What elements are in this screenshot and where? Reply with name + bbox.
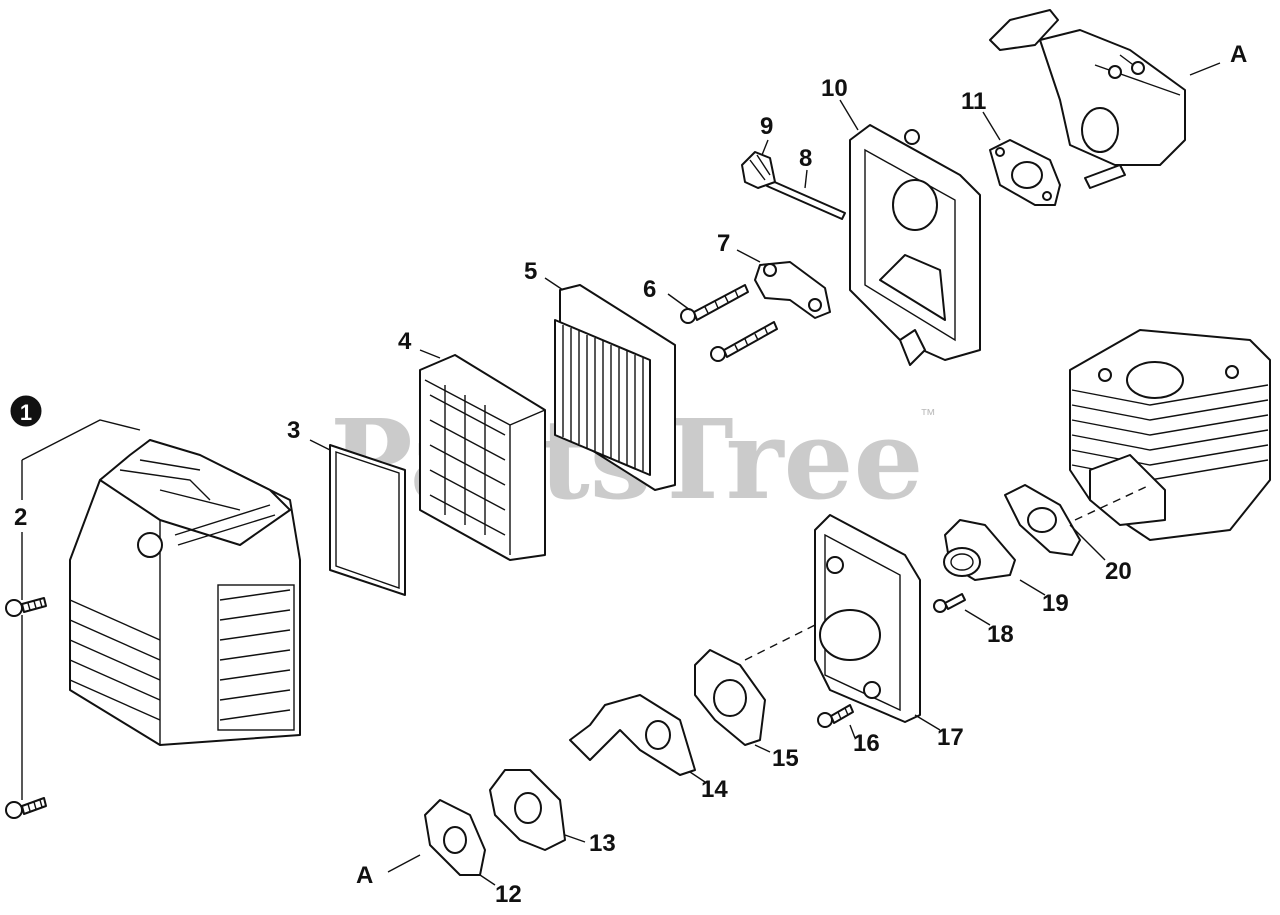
part-bolt-upper[interactable] (680, 284, 749, 324)
part-prefilter-pad[interactable] (329, 444, 406, 596)
reference-a-top: A (1230, 41, 1247, 68)
part-bracket-plate[interactable] (754, 261, 831, 319)
part-screw-upper[interactable] (5, 597, 47, 617)
part-cylinder[interactable] (1069, 329, 1271, 541)
callout-16: 16 (853, 730, 880, 757)
callout-3: 3 (287, 417, 300, 444)
part-screw-lower[interactable] (5, 797, 47, 819)
callout-8: 8 (799, 145, 812, 172)
callout-18: 18 (987, 621, 1014, 648)
callout-2: 2 (14, 504, 27, 531)
callout-1: 1 (20, 400, 32, 425)
part-small-screw[interactable] (933, 593, 966, 613)
callout-19: 19 (1042, 590, 1069, 617)
callout-5: 5 (524, 258, 537, 285)
part-filter-housing[interactable] (419, 354, 546, 561)
part-bolt-lower[interactable] (710, 321, 778, 362)
part-rod[interactable] (766, 179, 846, 220)
part-plate-13[interactable] (489, 769, 566, 851)
callout-6: 6 (643, 276, 656, 303)
part-bracket-14[interactable] (569, 694, 696, 776)
part-gasket-12[interactable] (424, 799, 486, 876)
callout-14: 14 (701, 776, 728, 803)
watermark-trademark: ™ (920, 407, 936, 424)
part-screw-16[interactable] (817, 704, 854, 728)
part-gasket-cylinder[interactable] (1004, 484, 1081, 556)
callout-9: 9 (760, 113, 773, 140)
callout-11: 11 (961, 88, 986, 115)
part-knob[interactable] (741, 151, 776, 189)
callout-1-badge (10, 395, 42, 427)
part-gasket-15[interactable] (694, 649, 766, 746)
part-pleated-filter[interactable] (554, 284, 676, 491)
part-filter-base[interactable] (849, 124, 981, 366)
part-intake-pipe[interactable] (943, 519, 1016, 581)
callout-7: 7 (717, 230, 730, 257)
callout-4: 4 (398, 328, 412, 355)
callout-13: 13 (589, 830, 616, 857)
callout-20: 20 (1105, 558, 1132, 585)
callout-15: 15 (772, 745, 799, 772)
callout-10: 10 (821, 75, 848, 102)
callout-17: 17 (937, 724, 964, 751)
callout-12: 12 (495, 881, 522, 908)
leader-lines (21, 62, 1221, 886)
part-gasket-top[interactable] (989, 139, 1061, 206)
part-carburetor[interactable] (989, 9, 1186, 189)
part-insulator-block[interactable] (814, 514, 921, 723)
reference-a-bottom: A (356, 862, 373, 889)
part-air-cleaner-cover[interactable] (69, 439, 301, 746)
